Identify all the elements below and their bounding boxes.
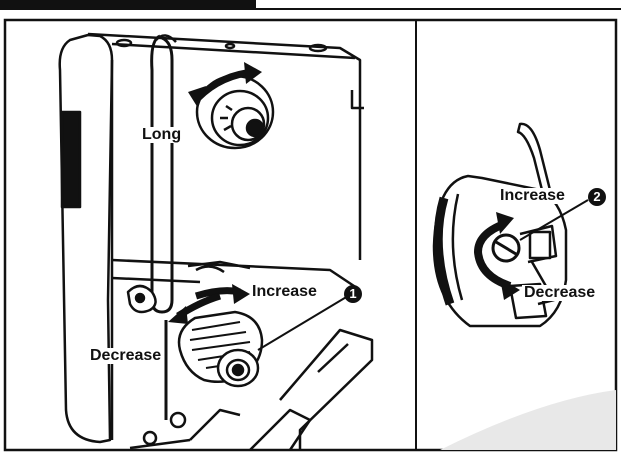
- machine-head: [58, 32, 374, 451]
- decrease-label-left: Decrease: [88, 347, 164, 364]
- figure-frame: [3, 18, 618, 452]
- leader-line-2: [519, 199, 589, 241]
- leader-line-1: [257, 295, 349, 351]
- background-shading: [440, 390, 616, 450]
- arrowheads-left: [168, 62, 262, 324]
- increase-label-left: Increase: [250, 283, 319, 300]
- increase-label-right: Increase: [498, 187, 567, 204]
- long-label: Long: [140, 126, 184, 143]
- arrowheads-right: [496, 212, 520, 300]
- top-header-tab: [0, 0, 256, 9]
- adjustment-arrow-right: [473, 220, 512, 290]
- callout-number-1: 1: [344, 285, 362, 303]
- decrease-label-right: Decrease: [522, 284, 598, 301]
- callout-number-2: 2: [588, 188, 606, 206]
